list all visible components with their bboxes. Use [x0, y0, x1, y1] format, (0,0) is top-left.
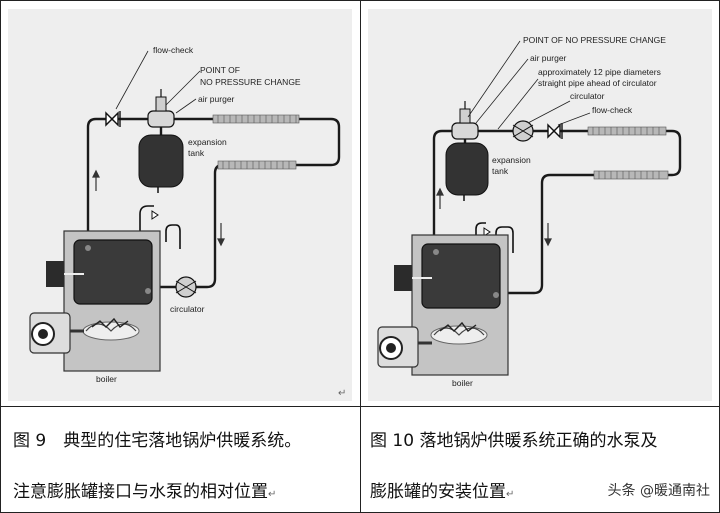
- boiler: [46, 230, 161, 372]
- watermark: 头条 @暖通南社: [607, 483, 710, 499]
- caption-left-line2: 注意膨胀罐接口与水泵的相对位置↵: [13, 477, 276, 502]
- label-tank: tank: [188, 148, 205, 158]
- diagram-left-svg: flow-check POINT OF NO PRESSURE CHANGE a…: [29, 45, 341, 384]
- label-flow-check: flow-check: [592, 105, 633, 115]
- paragraph-mark: ↵: [338, 388, 347, 399]
- expansion-tank: [445, 142, 489, 201]
- label-approx-line1: approximately 12 pipe diameters: [538, 67, 661, 77]
- label-boiler: boiler: [452, 378, 473, 388]
- label-circulator: circulator: [570, 91, 605, 101]
- pipe-loop: [86, 117, 341, 289]
- caption-right-line2: 膨胀罐的安装位置↵: [370, 477, 514, 502]
- label-point-line1: POINT OF: [200, 65, 240, 75]
- boiler: [394, 234, 509, 376]
- label-flow-check: flow-check: [153, 45, 194, 55]
- pipe-insulation: [212, 114, 300, 170]
- burner-fan: [29, 312, 84, 354]
- caption-right-line2-text: 膨胀罐的安装位置: [370, 482, 506, 502]
- label-point-line2: NO PRESSURE CHANGE: [200, 77, 301, 87]
- insulation-hatch: [217, 115, 297, 169]
- label-air-purger: air purger: [530, 53, 567, 63]
- column-divider: [360, 0, 361, 512]
- diagram-right-svg: POINT OF NO PRESSURE CHANGE air purger a…: [377, 35, 682, 388]
- flow-arrows: [436, 187, 552, 247]
- label-expansion: expansion: [188, 137, 227, 147]
- flow-arrows: [92, 169, 225, 247]
- row-divider: [0, 406, 720, 407]
- leader-lines: [115, 50, 201, 114]
- air-purger: [451, 101, 479, 140]
- air-purger: [147, 89, 175, 128]
- caption-left-line1: 图 9 典型的住宅落地锅炉供暖系统。: [13, 431, 302, 451]
- label-point: POINT OF NO PRESSURE CHANGE: [523, 35, 666, 45]
- circulator-pump: [512, 120, 534, 142]
- label-boiler: boiler: [96, 374, 117, 384]
- label-expansion: expansion: [492, 155, 531, 165]
- paragraph-mark: ↵: [506, 489, 515, 500]
- caption-right-line1: 图 10 落地锅炉供暖系统正确的水泵及: [370, 431, 658, 451]
- paragraph-mark: ↵: [268, 489, 277, 500]
- flow-check-valve: [547, 123, 563, 139]
- label-circulator: circulator: [170, 304, 205, 314]
- expansion-tank: [138, 134, 184, 193]
- flow-check-valve: [105, 111, 121, 127]
- label-approx-line2: straight pipe ahead of circulator: [538, 78, 657, 88]
- pipe-loop: [432, 129, 682, 295]
- label-air-purger: air purger: [198, 94, 235, 104]
- insulation-hatch: [592, 127, 660, 179]
- burner-fan: [377, 326, 432, 368]
- relief-valve: [139, 205, 181, 249]
- label-tank: tank: [492, 166, 509, 176]
- pipe-insulation: [587, 126, 669, 180]
- caption-left-line2-text: 注意膨胀罐接口与水泵的相对位置: [13, 482, 268, 502]
- relief-valve: [475, 222, 514, 253]
- diagram-left: flow-check POINT OF NO PRESSURE CHANGE a…: [8, 9, 352, 401]
- leader-lines: [467, 40, 591, 130]
- circulator-pump: [175, 276, 197, 298]
- diagram-right: POINT OF NO PRESSURE CHANGE air purger a…: [368, 9, 712, 401]
